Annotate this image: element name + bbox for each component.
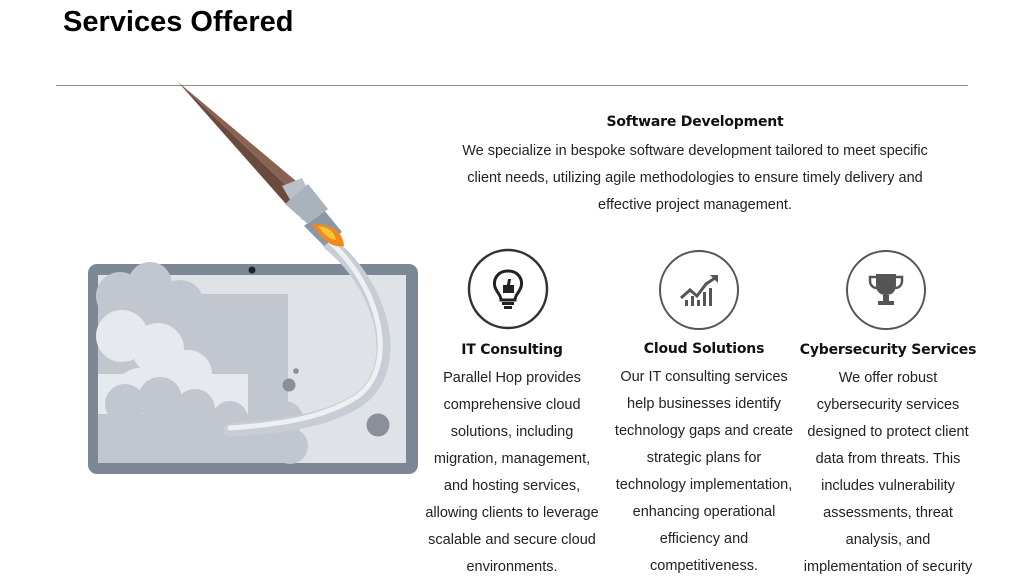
planet-large: [366, 413, 390, 437]
cloud-solutions-description: Our IT consulting services help business…: [614, 369, 794, 574]
lightbulb-thumbs-up-icon: [467, 248, 549, 330]
cybersecurity-services-title: Cybersecurity Services: [799, 342, 977, 358]
cloud-shape: [98, 377, 268, 463]
rocket-icon: [178, 82, 344, 247]
page-title: Services Offered: [63, 6, 294, 38]
cybersecurity-services-description: We offer robust cybersecurity services d…: [803, 370, 973, 575]
tablet-camera-icon: [248, 266, 256, 274]
rocket-trail-highlight: [227, 239, 383, 431]
rocket-tablet-illustration: [88, 82, 418, 474]
it-consulting-description: Parallel Hop provides comprehensive clou…: [425, 370, 599, 575]
growth-chart-icon: [659, 250, 739, 330]
software-development-title: Software Development: [606, 114, 784, 130]
planet-small: [282, 378, 296, 392]
header-divider: [56, 85, 968, 86]
software-development-description: We specialize in bespoke software develo…: [462, 143, 928, 213]
it-consulting-title: IT Consulting: [461, 342, 563, 358]
trophy-icon: [846, 250, 926, 330]
cloud-solutions-title: Cloud Solutions: [643, 341, 765, 357]
planet-tiny: [293, 368, 299, 374]
